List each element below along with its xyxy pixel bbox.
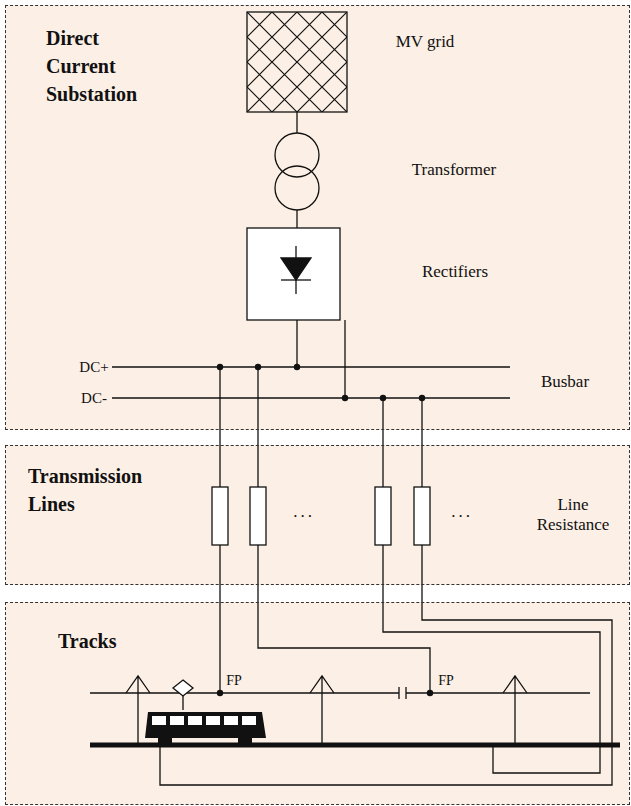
rectifier-box	[247, 228, 340, 320]
component-label: Transformer	[412, 160, 496, 180]
resistor-symbol	[414, 487, 430, 545]
ellipsis: ...	[451, 502, 473, 522]
contact-wire	[90, 692, 399, 693]
component-label: Busbar	[541, 372, 589, 392]
panel-title: Tracks	[58, 627, 178, 655]
resistor-symbol	[375, 487, 391, 545]
component-label: MV grid	[396, 32, 455, 52]
ellipsis: ...	[293, 502, 315, 522]
panel-title: Transmission Lines	[28, 462, 188, 518]
feeding-point-label: FP	[438, 673, 454, 690]
transformer-coil	[275, 133, 319, 177]
region-panel: Transmission Lines	[5, 445, 630, 585]
resistor-symbol	[250, 487, 266, 545]
pantograph	[173, 680, 193, 696]
component-label: Rectifiers	[422, 262, 488, 282]
region-panel: Tracks	[5, 602, 630, 805]
pole-label: DC-	[81, 389, 107, 407]
feeding-point-label: FP	[226, 673, 242, 690]
mast	[310, 676, 334, 745]
grid-symbol	[247, 12, 347, 112]
resistor-symbol	[212, 487, 228, 545]
component-label: Line Resistance	[528, 495, 618, 536]
transformer-coil	[275, 166, 319, 210]
tram	[145, 712, 266, 743]
diode-symbol	[281, 258, 311, 280]
panel-ground	[5, 445, 630, 585]
panel-title: Direct Current Substation	[46, 24, 171, 108]
busbar-plus	[112, 366, 510, 367]
busbar-minus	[112, 397, 510, 398]
panel-ground	[5, 5, 630, 430]
mast	[503, 676, 527, 745]
rail	[90, 743, 620, 748]
contact-wire	[406, 692, 590, 693]
pole-label: DC+	[79, 358, 108, 376]
